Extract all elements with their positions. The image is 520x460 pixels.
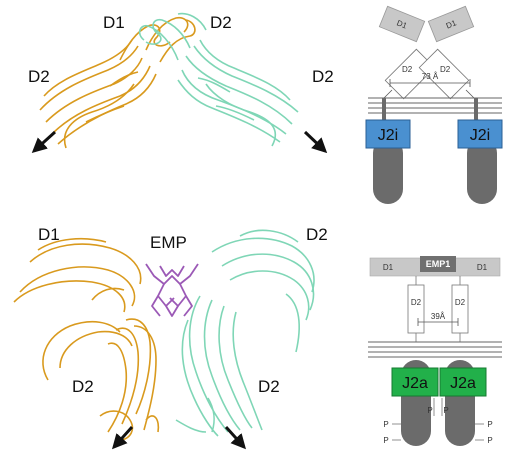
top-right-kinase-label: J2i xyxy=(470,127,490,144)
label-d1-bottom: D1 xyxy=(38,225,60,244)
label-d2-top-left: D2 xyxy=(28,67,50,86)
emp1-label: EMP1 xyxy=(426,259,451,269)
emp-peptide xyxy=(145,263,199,317)
bottom-right-kinase-box xyxy=(439,367,487,397)
arrow-left-bottom xyxy=(111,425,134,450)
bottom-left-chain xyxy=(13,237,160,441)
phospho-label-center-right: P xyxy=(443,406,448,415)
arrow-left-top xyxy=(31,130,57,154)
top-distance-label: 73 Å xyxy=(422,72,439,81)
phospho-label-left-2: P xyxy=(383,436,388,445)
bottom-d1-left-label: D1 xyxy=(383,263,394,272)
bottom-structure: D1 D2 EMP D2 D2 xyxy=(13,225,328,450)
bottom-d2-left-label: D2 xyxy=(411,298,422,307)
top-right-cyto-domain xyxy=(467,138,497,204)
top-right-chain xyxy=(138,12,299,147)
top-d2-right-label: D2 xyxy=(440,65,451,74)
phospho-sites xyxy=(392,398,484,441)
svg-text:D1: D1 xyxy=(395,18,408,30)
label-d1-top: D1 xyxy=(103,13,125,32)
bottom-distance-label: 39Å xyxy=(431,312,446,321)
svg-text:D1: D1 xyxy=(445,18,458,30)
top-membrane xyxy=(368,97,502,114)
label-emp: EMP xyxy=(150,233,187,252)
top-left-kinase-box xyxy=(365,119,411,149)
top-schematic: D1 D1 D2 D2 73 Å xyxy=(365,5,503,204)
bottom-d1-right-label: D1 xyxy=(477,263,488,272)
bottom-left-kinase-label: J2a xyxy=(402,375,428,392)
phospho-label-right-1: P xyxy=(487,420,492,429)
top-structure: D1 D2 D2 D2 xyxy=(28,12,334,154)
phospho-label-center-left: P xyxy=(427,406,432,415)
label-d2-bottom-right: D2 xyxy=(258,377,280,396)
bottom-d2-right-label: D2 xyxy=(455,298,466,307)
top-left-cyto-domain xyxy=(373,138,403,204)
top-d2-left-label: D2 xyxy=(402,65,413,74)
label-d2-top-right: D2 xyxy=(312,67,334,86)
top-d1-left-box: D1 xyxy=(378,5,426,43)
emp1-box xyxy=(420,256,456,272)
arrow-right-bottom xyxy=(224,425,247,450)
top-left-chain xyxy=(39,16,196,149)
label-d2-top-center: D2 xyxy=(210,13,232,32)
phospho-label-left-1: P xyxy=(383,420,388,429)
bottom-d2-left-box xyxy=(407,284,425,334)
label-d2-bottom-left: D2 xyxy=(72,377,94,396)
bottom-right-kinase-label: J2a xyxy=(450,375,476,392)
bottom-membrane xyxy=(368,341,502,358)
bottom-d2-right-box xyxy=(451,284,469,334)
phospho-label-right-2: P xyxy=(487,436,492,445)
bottom-left-kinase-box xyxy=(391,367,439,397)
bottom-schematic: D1 EMP1 D1 D2 D2 39Å J2a J2a xyxy=(368,256,502,446)
arrow-right-top xyxy=(303,130,328,154)
label-d2-bottom-right-top: D2 xyxy=(306,225,328,244)
bottom-right-chain xyxy=(175,229,315,437)
top-d1-right-box: D1 xyxy=(427,5,475,43)
top-right-kinase-box xyxy=(457,119,503,149)
top-left-kinase-label: J2i xyxy=(378,127,398,144)
